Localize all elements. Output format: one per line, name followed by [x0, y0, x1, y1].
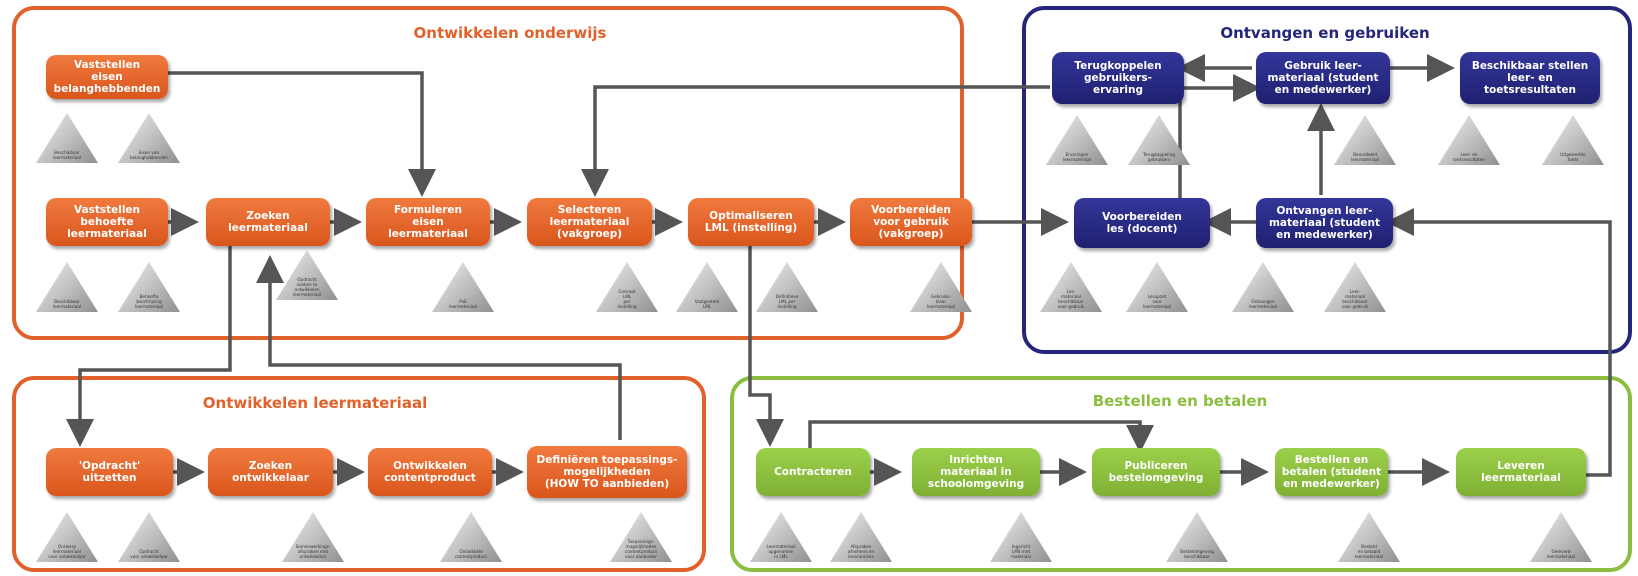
box-terugkoppelen: Terugkoppelen gebruikers- ervaring	[1052, 52, 1184, 104]
box-definieren-toepassing: Definiëren toepassings- mogelijkheden (H…	[527, 446, 687, 498]
document-label: Leer- materiaal beschikbaar voor gebruik	[1341, 289, 1369, 309]
arrow-optimaliseren-contracteren	[748, 246, 784, 447]
box-publiceren-bestelomgeving: Publiceren bestelomgeving	[1092, 448, 1220, 496]
box-vaststellen-eisen: Vaststellen eisen belanghebbenden	[46, 55, 168, 99]
document-label: Opdracht zoeken te ontwikkelen leermater…	[292, 277, 321, 297]
box-beschikbaar-stellen: Beschikbaar stellen leer- en toetsresult…	[1460, 52, 1600, 104]
document-label: Behoefte beschrijving leermateriaal	[134, 294, 163, 309]
arrow-terugkoppelen-selecteren	[581, 85, 1050, 197]
document-label: Uitgewerkte toets	[1560, 152, 1586, 162]
group-ontvangen-gebruiken	[1022, 6, 1632, 354]
document-label: Eisen van belanghebbenden	[130, 150, 168, 160]
document-label: Vastgesteld LML	[694, 299, 720, 309]
box-ontwikkelen-contentproduct: Ontwikkelen contentproduct	[368, 448, 492, 496]
box-ontvangen-leermateriaal: Ontvangen leer- materiaal (student en me…	[1256, 198, 1393, 248]
box-voorbereiden-gebruik: Voorbereiden voor gebruik (vakgroep)	[850, 198, 972, 246]
document-label: Terugkoppeling gebruikers	[1143, 152, 1175, 162]
document-label: Bestelomgeving beschikbaar	[1180, 549, 1214, 559]
arrow-eisen-formuleren	[168, 71, 436, 197]
document-label: Opdracht voor ontwikkelaar	[130, 549, 168, 559]
box-voorbereiden-les: Voorbereiden les (docent)	[1074, 198, 1210, 248]
group-title-bestellen-betalen: Bestellen en betalen	[1092, 392, 1268, 410]
group-title-ontwikkelen-leermateriaal: Ontwikkelen leermateriaal	[202, 394, 428, 412]
document-label: PvE leermateriaal	[448, 299, 477, 309]
box-zoeken-leermateriaal: Zoeken leermateriaal	[206, 198, 330, 246]
group-bestellen-betalen	[730, 376, 1632, 572]
box-formuleren-eisen: Formuleren eisen leermateriaal	[366, 198, 490, 246]
document-label: Geleverd leermateriaal	[1546, 549, 1575, 559]
group-ontwikkelen-onderwijs	[12, 6, 964, 340]
box-vaststellen-behoefte: Vaststellen behoefte leermateriaal	[46, 198, 168, 246]
arrow-definieren-zoeken	[256, 255, 622, 440]
arrow-leveren-ontvangen	[1386, 208, 1612, 477]
document-label: Definitieve LML per instelling	[775, 294, 799, 309]
document-label: Besteld en betaald leermateriaal	[1354, 544, 1383, 559]
document-label: Samenwerkings- afspraken met ontwikkelaa…	[295, 544, 331, 559]
document-label: Gebruiks- klaar leermateriaal	[926, 294, 955, 309]
box-selecteren-leermateriaal: Selecteren leermateriaal (vakgroep)	[527, 198, 652, 246]
document-label: Ontwikkeld contentproduct	[454, 549, 488, 559]
document-label: Concept LML per instelling	[617, 289, 637, 309]
box-opdracht-uitzetten: 'Opdracht' uitzetten	[46, 448, 173, 496]
document-label: Ontvangen leermateriaal	[1248, 299, 1277, 309]
box-bestellen-en-betalen: Bestellen en betalen (student en medewer…	[1275, 448, 1388, 496]
document-label: Leer- en toetsresultaten	[1453, 152, 1485, 162]
document-label: Ervaringen leermateriaal	[1062, 152, 1091, 162]
box-gebruik-leermateriaal: Gebruik leer- materiaal (student en mede…	[1256, 52, 1390, 104]
box-inrichten-materiaal: Inrichten materiaal in schoolomgeving	[912, 448, 1040, 496]
box-leveren-leermateriaal: Leveren leermateriaal	[1456, 448, 1586, 496]
group-ontwikkelen-leermateriaal	[12, 376, 706, 572]
document-label: Leermateriaal opgenomen in LML	[766, 544, 796, 559]
document-label: Les- materiaal beschikbaar voor gebruik	[1057, 289, 1085, 309]
box-optimaliseren-lml: Optimaliseren LML (instelling)	[688, 198, 814, 246]
document-label: Beoordeeld leermateriaal	[1350, 152, 1379, 162]
arrow-zoeken-opdracht	[66, 246, 232, 447]
document-label: Ingericht LMS met materiaal	[1010, 544, 1032, 559]
box-contracteren: Contracteren	[756, 448, 870, 496]
arrow-contracteren-publiceren	[808, 420, 1154, 453]
document-label: Beschikbaar leermateriaal	[52, 299, 81, 309]
group-title-ontwikkelen-onderwijs: Ontwikkelen onderwijs	[413, 24, 607, 42]
group-title-ontvangen-gebruiken: Ontvangen en gebruiken	[1220, 24, 1430, 42]
box-zoeken-ontwikkelaar: Zoeken ontwikkelaar	[208, 448, 333, 496]
document-label: Lesopzet voor leermateriaal	[1142, 294, 1171, 309]
arrow-les-gebruik	[1178, 74, 1261, 198]
document-label: Toepassings- mogelijkheden contentproduc…	[624, 539, 658, 559]
document-label: Ontwerp leermateriaal voor ontwikkelaar	[48, 544, 86, 559]
document-label: Afspraken afnemers en leveranciers	[847, 544, 875, 559]
document-label: Beschikbaar leermateriaal	[52, 150, 81, 160]
